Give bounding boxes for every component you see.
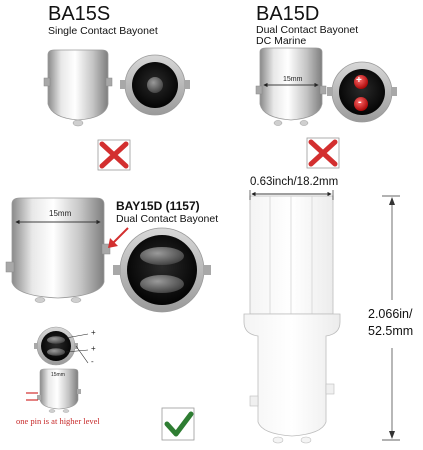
ba15s-subtitle: Single Contact Bayonet [48, 25, 158, 37]
bay15d-width-label: 15mm [49, 209, 72, 218]
green-check-icon [161, 407, 195, 441]
height-dimension-line [382, 195, 400, 441]
bay15d-contact-face [113, 227, 211, 313]
ba15d-subtitle-line2: DC Marine [256, 35, 307, 47]
offset-pin-arrow [108, 227, 129, 248]
led-height-label-line2: 52.5mm [368, 324, 414, 338]
pin-label-minus: - [91, 357, 94, 366]
ba15d-subtitle-line1: Dual Contact Bayonet [256, 24, 359, 36]
pin-label-plus-1: + [91, 328, 96, 337]
ba15s-contact-face [120, 54, 190, 116]
small-base-side-view [26, 368, 81, 413]
led-height-label-line1: 2.066in/ [368, 307, 413, 321]
ba15d-width-label: 15mm [283, 76, 303, 83]
ba15d-contact-face [327, 61, 397, 123]
pin-polarity-face [34, 326, 89, 366]
bay15d-base-side-view [5, 197, 111, 303]
bay15d-title: BAY15D (1157) [116, 199, 200, 213]
small-width-label: 15mm [51, 372, 65, 378]
led-width-label: 0.63inch/18.2mm [250, 176, 339, 188]
ba15s-title: BA15S [48, 3, 111, 25]
width-dimension-line [249, 190, 334, 200]
ba15d-base-side-view [255, 47, 327, 126]
pin-label-plus-2: + [91, 344, 96, 353]
plus-sign: + [356, 75, 362, 86]
minus-sign: - [358, 96, 362, 108]
red-x-icon [306, 137, 340, 169]
higher-pin-note: one pin is at higher level [16, 416, 100, 426]
led-bulb-drawing [243, 195, 341, 444]
ba15d-title: BA15D [256, 3, 320, 25]
ba15s-base-side-view [43, 49, 113, 127]
red-x-icon [97, 139, 131, 171]
bay15d-subtitle: Dual Contact Bayonet [116, 213, 219, 225]
